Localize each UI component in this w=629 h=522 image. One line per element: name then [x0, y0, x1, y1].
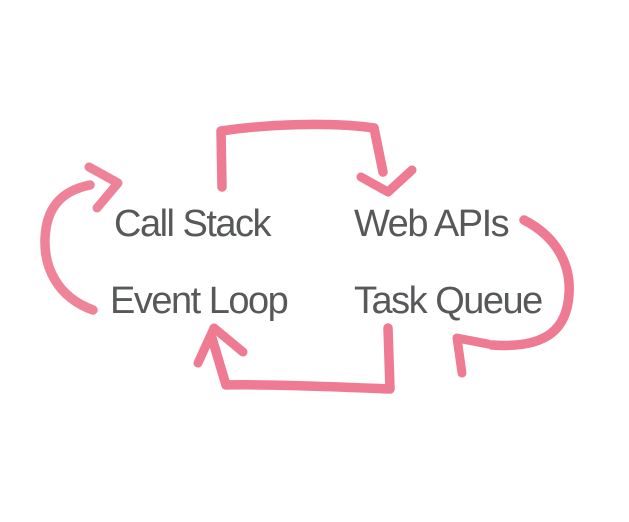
arrow-call-stack-to-web-apis-icon: [216, 119, 417, 197]
node-event-loop: Event Loop: [110, 280, 289, 322]
node-call-stack: Call Stack: [114, 203, 272, 245]
arrow-task-queue-to-event-loop-icon: [193, 323, 395, 394]
arrow-web-apis-to-task-queue-icon: [452, 215, 574, 378]
node-web-apis: Web APIs: [354, 203, 510, 245]
node-task-queue: Task Queue: [354, 280, 543, 322]
arrow-event-loop-to-call-stack-icon: [40, 162, 123, 315]
